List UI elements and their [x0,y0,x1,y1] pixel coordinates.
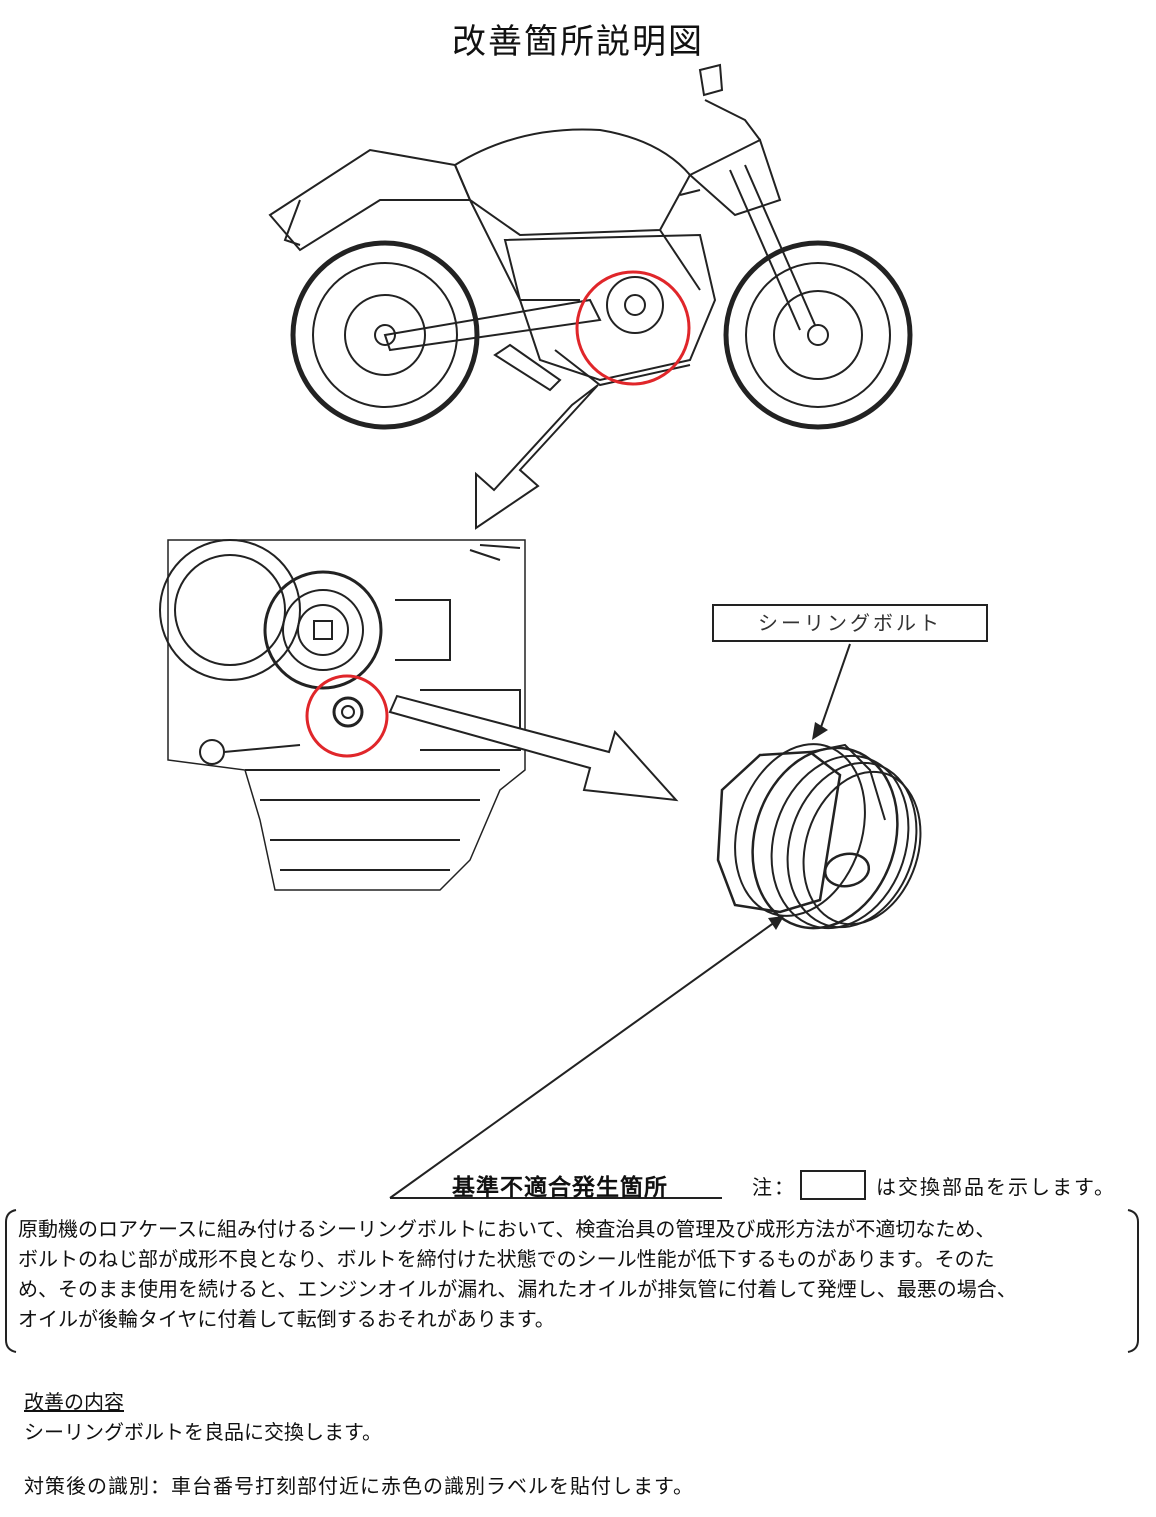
description-line: 原動機のロアケースに組み付けるシーリングボルトにおいて、検査治具の管理及び成形方… [18,1217,996,1241]
improvement-heading: 改善の内容 [24,1390,124,1414]
label-leader-arrowhead [812,722,828,740]
note-suffix: は交換部品を示します。 [876,1174,1116,1199]
front-wheel [723,240,913,430]
description-left-bracket [5,1209,17,1353]
zoom-arrow-1 [475,384,599,530]
nonconformity-leader-line [389,921,776,1199]
label-leader-line [819,643,851,731]
rear-wheel [290,240,480,430]
improvement-text: シーリングボルトを良品に交換します。 [24,1420,382,1444]
page-title: 改善箇所説明図 [452,22,704,62]
engine-highlight-circle [575,270,691,386]
zoom-arrow-2 [388,694,679,802]
nonconformity-heading: 基準不適合発生箇所 [452,1175,668,1201]
description-right-bracket [1127,1209,1139,1353]
description-line: ボルトのねじ部が成形不良となり、ボルトを締付けた状態でのシール性能が低下するもの… [18,1247,995,1271]
engine-closeup [159,539,526,891]
sealing-bolt-illustration [716,743,922,930]
description-line: オイルが後輪タイヤに付着して転倒するおそれがあります。 [18,1307,555,1331]
identification-text: 対策後の識別：車台番号打刻部付近に赤色の識別ラベルを貼付します。 [24,1474,694,1498]
bolt-highlight-circle [305,674,389,758]
nonconformity-leader-arrowhead [768,916,784,930]
note-prefix: 注： [752,1174,796,1199]
description-block: 原動機のロアケースに組み付けるシーリングボルトにおいて、検査治具の管理及び成形方… [18,1214,1138,1334]
note-legend-box [800,1170,866,1200]
motorcycle-illustration [268,63,913,430]
part-label: シーリングボルト [712,604,988,642]
legend-note: 注： は交換部品を示します。 [752,1170,1116,1200]
description-line: め、そのまま使用を続けると、エンジンオイルが漏れ、漏れたオイルが排気管に付着して… [18,1277,1017,1301]
